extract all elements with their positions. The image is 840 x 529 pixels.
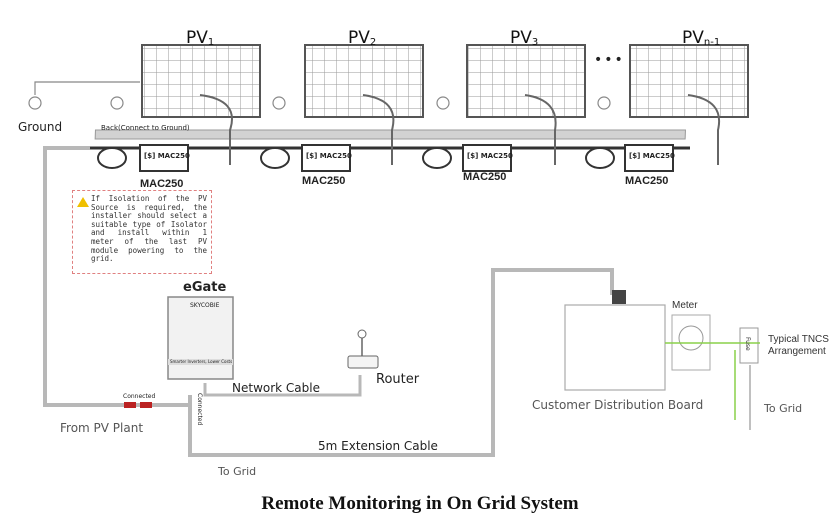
egate-box — [167, 296, 234, 380]
pv-label-2: PV2 — [348, 28, 377, 48]
inverter-face-3: [$] MAC250 — [467, 152, 513, 160]
extension-cable — [188, 268, 614, 457]
back-connect-label: Back(Connect to Ground) — [101, 124, 190, 132]
ground-label: Ground — [18, 120, 63, 134]
inverter-face-4: [$] MAC250 — [629, 152, 675, 160]
inverter-face-1: [$] MAC250 — [144, 152, 190, 160]
from-pv-plant-label: From PV Plant — [60, 421, 144, 435]
mounting-rail — [94, 129, 686, 140]
connected-label-h: Connected — [123, 393, 156, 400]
router-label: Router — [376, 372, 420, 387]
inverter-label-1: MAC250 — [140, 178, 184, 190]
tncs-label-2: Arrangement — [768, 346, 826, 357]
inverter-label-3: MAC250 — [463, 171, 507, 183]
connected-label-v: Connected — [196, 393, 203, 426]
ellipsis: ••• — [594, 52, 625, 68]
to-grid-bottom-label: To Grid — [218, 465, 257, 478]
network-cable-label: Network Cable — [232, 381, 320, 395]
to-grid-right-label: To Grid — [764, 402, 803, 415]
egate-sub: Smarter Inverters, Lower Costs — [170, 359, 233, 364]
distribution-board-label: Customer Distribution Board — [532, 398, 704, 412]
warning-icon — [77, 197, 89, 207]
fuse-label: Fuse — [744, 337, 751, 351]
figure-caption: Remote Monitoring in On Grid System — [261, 493, 579, 514]
inverter-label-2: MAC250 — [302, 175, 346, 187]
meter-label: Meter — [672, 300, 698, 311]
warning-text: If Isolation of the PV Source is require… — [91, 194, 207, 264]
inverter-face-2: [$] MAC250 — [306, 152, 352, 160]
pv-label-1: PV1 — [186, 28, 215, 48]
network-cable-line — [203, 375, 362, 397]
tncs-label: Typical TNCS — [768, 334, 829, 345]
inverter-label-4: MAC250 — [625, 175, 669, 187]
pv-panel-1 — [141, 44, 749, 118]
pv-label-n: PVn-1 — [682, 28, 721, 48]
egate-logo: SKYCOBIE — [190, 302, 220, 309]
egate-label: eGate — [183, 280, 227, 295]
isolation-warning: If Isolation of the PV Source is require… — [72, 190, 212, 274]
extension-cable-label: 5m Extension Cable — [318, 439, 438, 453]
distribution-board — [564, 304, 666, 391]
router-device — [347, 355, 379, 369]
pv-label-3: PV3 — [510, 28, 539, 48]
main-ac-cable — [43, 146, 190, 407]
